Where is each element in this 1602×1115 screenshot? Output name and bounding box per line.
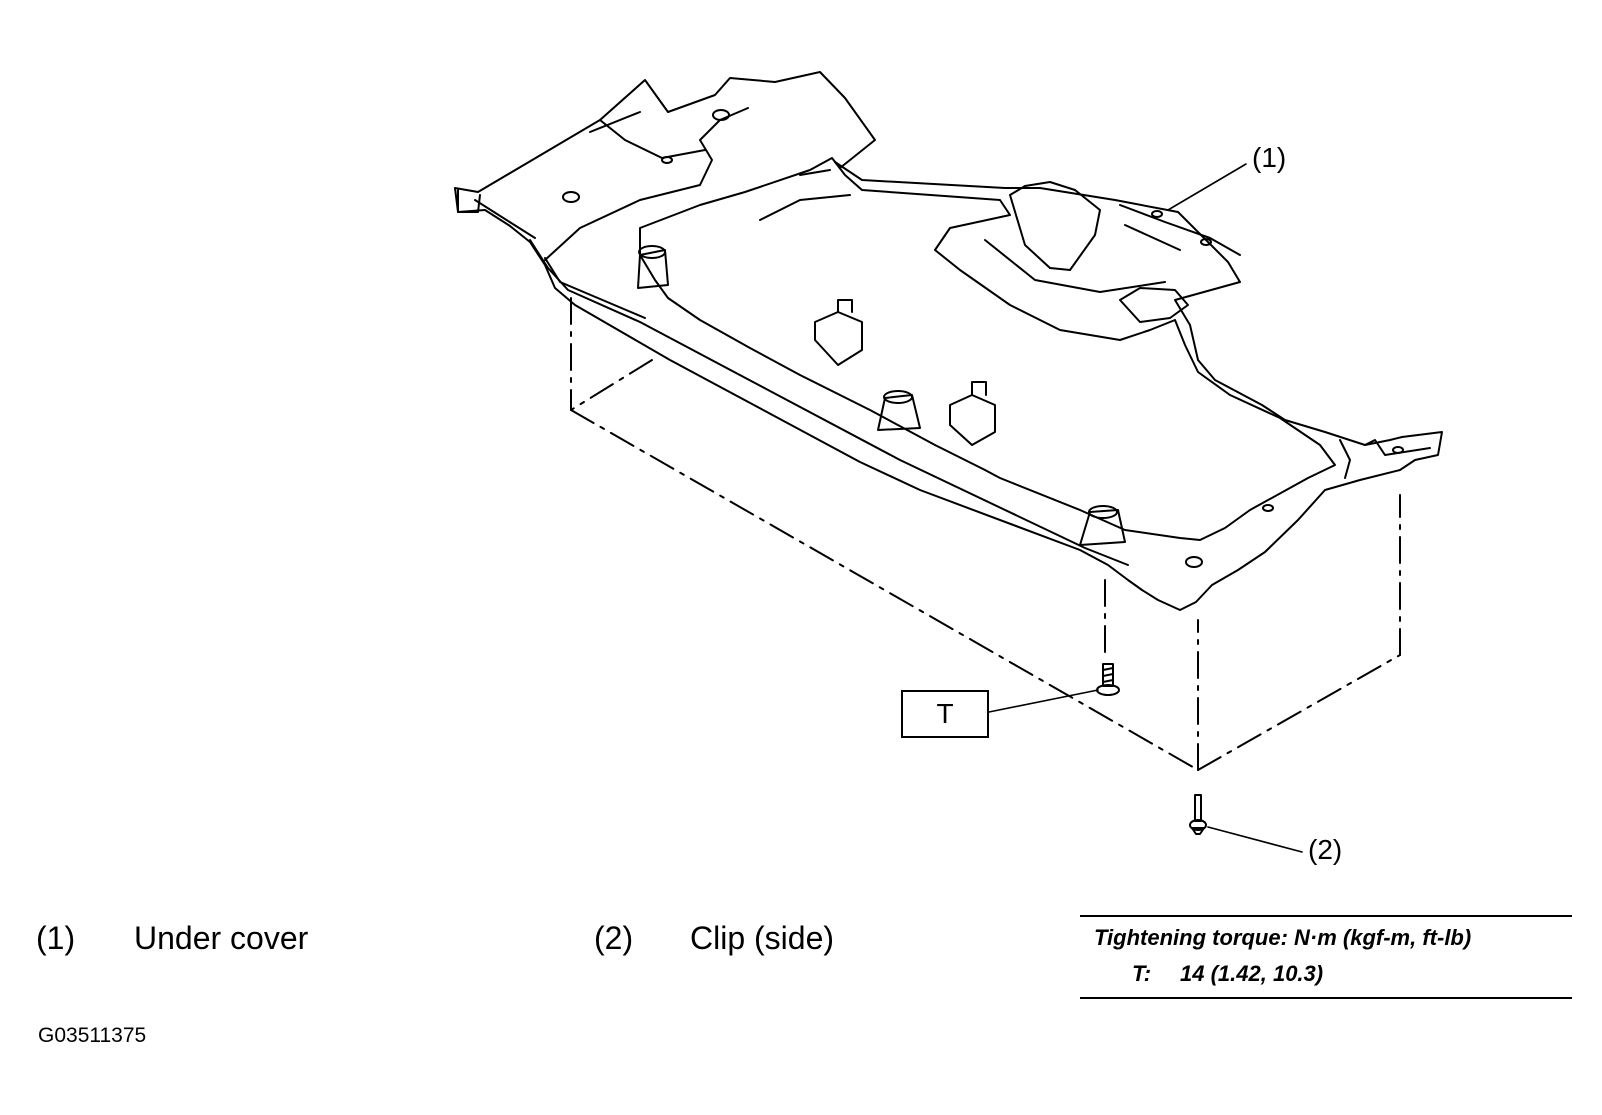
callout-part-1: (1) (1252, 142, 1287, 173)
figure-id: G03511375 (38, 1024, 147, 1047)
legend-number-2: (2) (594, 920, 634, 956)
mounting-bosses (637, 245, 1126, 546)
torque-callout-symbol: T (936, 698, 954, 729)
fastener-holes (562, 109, 1404, 568)
bolt-fastener (1096, 663, 1120, 696)
torque-callout-box: T (901, 690, 989, 738)
leader-lines (988, 163, 1303, 853)
legend-name-2: Clip (side) (690, 920, 835, 956)
projection-box (570, 297, 1401, 771)
torque-spec-header: Tightening torque: N·m (kgf-m, ft-lb) (1094, 925, 1472, 950)
torque-spec-value: 14 (1.42, 10.3) (1180, 961, 1324, 986)
legend-number-1: (1) (36, 920, 76, 956)
under-cover-body (454, 71, 1443, 611)
clip-fastener (1189, 794, 1207, 835)
legend-name-1: Under cover (134, 920, 309, 956)
torque-spec-symbol: T: (1132, 961, 1152, 986)
torque-spec-table: Tightening torque: N·m (kgf-m, ft-lb) T:… (1080, 915, 1572, 999)
callout-part-2: (2) (1308, 834, 1343, 865)
